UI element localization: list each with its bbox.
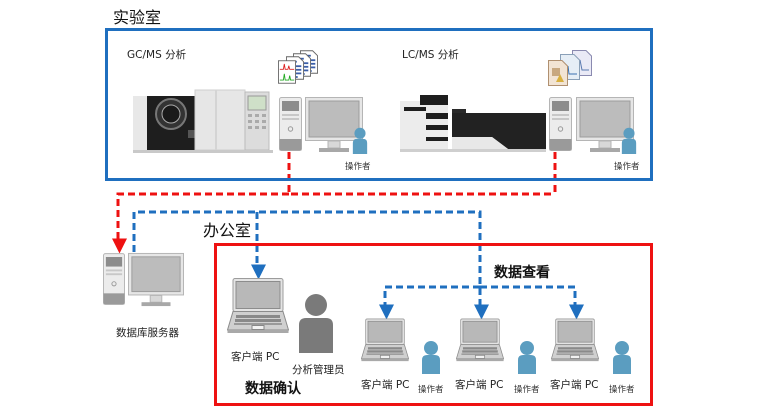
- manager-person-icon: [298, 293, 334, 353]
- manager-person-label: 分析管理员: [292, 364, 345, 376]
- gcms-section-label: GC/MS 分析: [127, 49, 187, 61]
- distribute-line-main: [132, 210, 489, 320]
- gc-ms-instrument-icon: [133, 89, 273, 153]
- office-box: [214, 243, 653, 406]
- upload-line-to-server: [112, 192, 289, 254]
- lcms-operator-icon: [619, 127, 639, 154]
- client-operator-label-3: 操作者: [609, 385, 635, 395]
- lab-title: 实验室: [113, 8, 162, 27]
- client-label-1: 客户端 PC: [361, 379, 410, 391]
- client-label-2: 客户端 PC: [455, 379, 504, 391]
- client-laptop-icon-3: [551, 318, 599, 364]
- client-operator-icon-2: [517, 340, 537, 374]
- gcms-pc-tower-icon: [279, 97, 302, 151]
- gcms-data-files-icon: [278, 50, 328, 86]
- distribute-line-client-3: [480, 285, 584, 320]
- lcms-operator-label: 操作者: [614, 162, 640, 172]
- lc-ms-instrument-icon: [400, 95, 546, 152]
- lcms-data-files-icon: [548, 50, 598, 86]
- manager-client-label: 客户端 PC: [231, 351, 280, 363]
- manager-laptop-icon: [227, 278, 289, 336]
- client-laptop-icon-1: [361, 318, 409, 364]
- client-laptop-icon-2: [456, 318, 504, 364]
- office-title: 办公室: [203, 221, 252, 240]
- client-operator-label-1: 操作者: [418, 385, 444, 395]
- gcms-operator-icon: [350, 127, 370, 154]
- server-monitor-icon: [128, 252, 184, 308]
- server-label: 数据库服务器: [116, 327, 179, 339]
- client-operator-icon-1: [421, 340, 441, 374]
- lcms-section-label: LC/MS 分析: [402, 49, 459, 61]
- server-tower-icon: [103, 252, 125, 306]
- client-operator-icon-3: [612, 340, 632, 374]
- lab-box: [105, 28, 653, 181]
- data-confirm-caption: 数据确认: [245, 381, 301, 397]
- client-label-3: 客户端 PC: [550, 379, 599, 391]
- lcms-pc-tower-icon: [549, 97, 572, 151]
- client-operator-label-2: 操作者: [514, 385, 540, 395]
- upload-line-gcms: [287, 152, 555, 196]
- distribute-line-client-1: [379, 285, 480, 320]
- data-view-caption: 数据查看: [494, 265, 550, 281]
- gcms-operator-label: 操作者: [345, 162, 371, 172]
